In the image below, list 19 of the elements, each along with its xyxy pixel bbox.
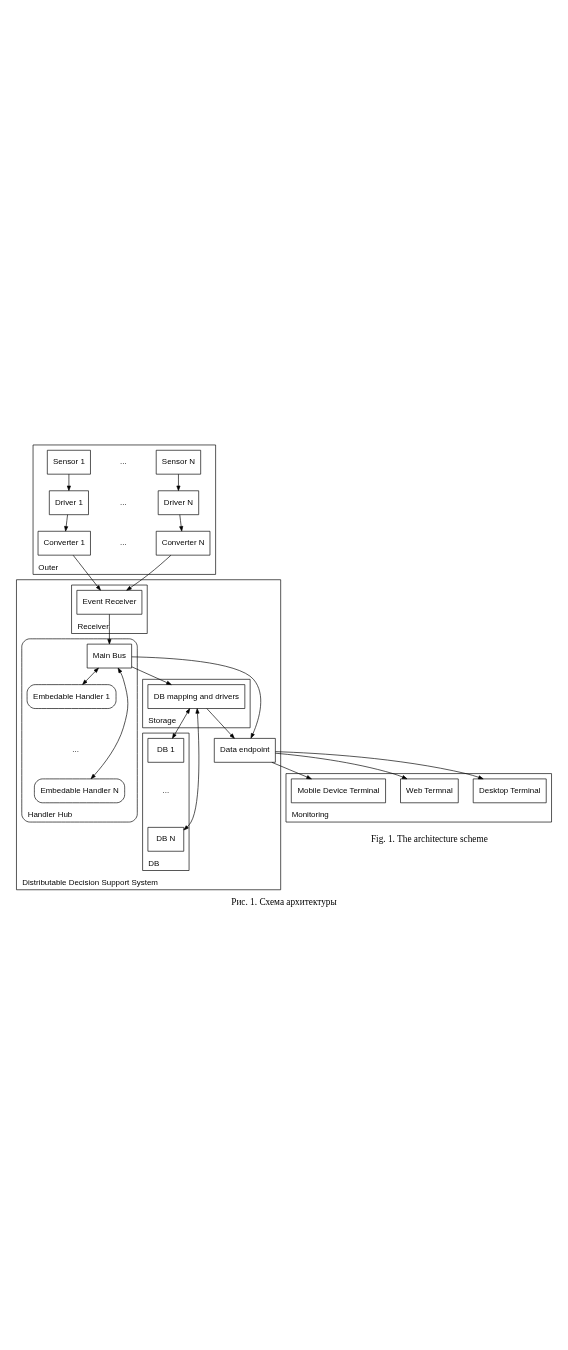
arrow <box>206 708 235 739</box>
caption: Рис. 1. Схема архитектуры <box>231 897 337 908</box>
arrow <box>275 752 408 780</box>
arrow <box>90 667 129 780</box>
arrow <box>107 614 112 645</box>
arrow <box>172 708 191 739</box>
arrow <box>72 554 101 591</box>
arrow <box>271 762 312 780</box>
arrow <box>183 708 200 831</box>
arrow <box>131 656 262 739</box>
arrow <box>82 667 99 685</box>
arrow <box>176 473 181 491</box>
arrow <box>179 514 184 532</box>
arrow <box>66 473 71 491</box>
arrow <box>131 666 172 685</box>
arrow <box>126 554 172 591</box>
arrow <box>64 514 69 532</box>
label: Fig. 1. The architecture scheme <box>370 833 488 844</box>
arrow <box>275 751 484 780</box>
